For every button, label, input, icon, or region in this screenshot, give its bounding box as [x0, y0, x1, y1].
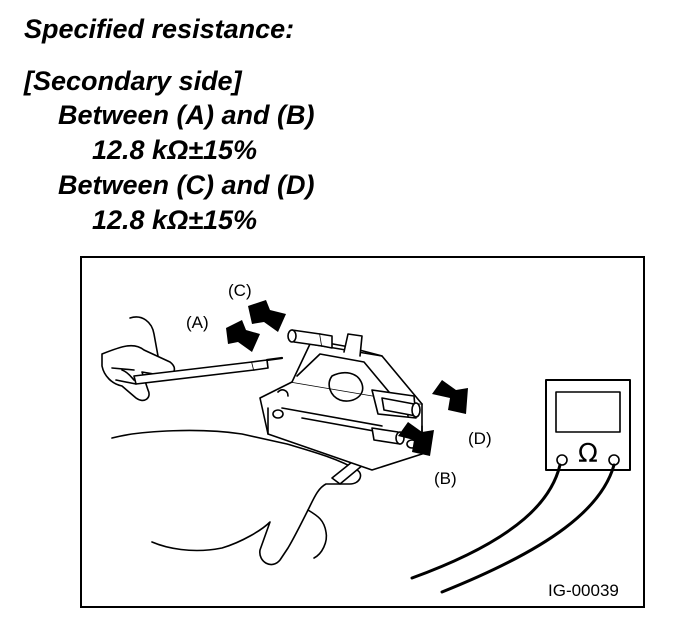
spec-title: Specified resistance:	[24, 14, 295, 44]
spec-side-label: [Secondary side]	[24, 66, 242, 96]
illustration: (C) (A) (D) (B) Ω IG-00039	[101, 281, 631, 600]
probe-a	[121, 356, 284, 385]
callout-d: (D)	[468, 429, 492, 448]
ohmmeter	[545, 379, 631, 471]
ohm-symbol: Ω	[578, 439, 598, 469]
callout-b: (B)	[434, 469, 457, 488]
callout-a: (A)	[186, 313, 209, 332]
spec-pair-cd: Between (C) and (D)	[58, 170, 315, 200]
arrow-b	[398, 422, 434, 456]
callout-c: (C)	[228, 281, 252, 300]
hand-upper	[101, 316, 176, 402]
hand-lower	[111, 429, 362, 566]
terminal-c	[287, 329, 333, 349]
meter-leads	[410, 463, 616, 594]
figure-id: IG-00039	[548, 581, 619, 600]
spec-value-cd: 12.8 kΩ±15%	[92, 205, 258, 235]
spec-pair-ab: Between (A) and (B)	[58, 100, 315, 130]
terminal-b	[371, 427, 405, 445]
terminal-d	[381, 397, 421, 418]
arrow-c	[248, 300, 286, 332]
arrow-a	[226, 320, 260, 352]
arrow-d	[432, 380, 468, 414]
illustration-frame: (C) (A) (D) (B) Ω IG-00039	[80, 256, 645, 608]
spec-value-ab: 12.8 kΩ±15%	[92, 135, 258, 165]
